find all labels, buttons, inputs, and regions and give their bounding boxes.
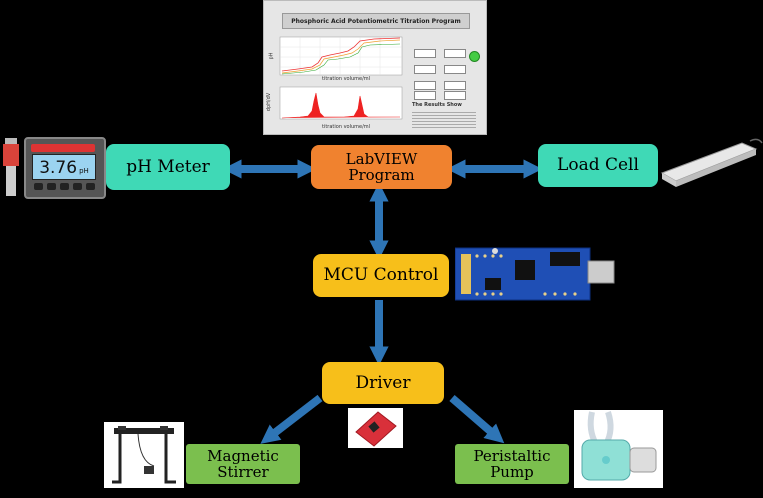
meter-buttons <box>34 183 95 190</box>
magnetic-stirrer-node: Magnetic Stirrer <box>186 444 300 484</box>
load-cell-image <box>660 133 763 191</box>
ph-meter-image: 3.76 pH <box>24 137 106 199</box>
magnetic-stirrer-label: Magnetic Stirrer <box>207 446 279 481</box>
meter-button[interactable] <box>60 183 69 190</box>
panel-button-3[interactable] <box>414 65 436 74</box>
meter-button[interactable] <box>47 183 56 190</box>
driver-node: Driver <box>322 362 444 404</box>
arrow-driver-pump <box>449 394 505 444</box>
results-heading: The Results Show <box>412 102 462 108</box>
derivative-curve <box>281 92 400 119</box>
plot1-ylabel: pH <box>268 52 275 60</box>
ph-display-value: 3.76 <box>39 158 78 178</box>
arrow-driver-stirrer <box>260 394 323 444</box>
peristaltic-pump-node: Peristaltic Pump <box>455 444 569 484</box>
ph-meter-node: pH Meter <box>106 144 230 190</box>
ph-curve-green <box>281 43 401 75</box>
meter-button[interactable] <box>34 183 43 190</box>
ph-curve-red <box>281 37 401 72</box>
ph-curve-orange <box>281 39 401 74</box>
meter-header-strip <box>31 144 95 152</box>
panel-button-1[interactable] <box>414 49 436 58</box>
labview-node-label: LabVIEW Program <box>345 149 418 184</box>
panel-button-4[interactable] <box>444 65 466 74</box>
panel-button-2[interactable] <box>444 49 466 58</box>
peristaltic-pump-image <box>574 410 663 488</box>
mcu-control-node: MCU Control <box>313 254 449 297</box>
panel-button-5[interactable] <box>414 81 436 90</box>
magnetic-stirrer-image <box>104 422 184 488</box>
mcu-board-image <box>454 246 615 302</box>
meter-lcd: 3.76 pH <box>32 154 96 180</box>
software-title: Phosphoric Acid Potentiometric Titration… <box>282 13 470 29</box>
panel-button-7[interactable] <box>414 91 436 100</box>
driver-board-image <box>348 408 403 448</box>
panel-button-6[interactable] <box>444 81 466 90</box>
peristaltic-pump-label: Peristaltic Pump <box>473 446 551 481</box>
labview-screenshot: Phosphoric Acid Potentiometric Titration… <box>263 0 487 135</box>
meter-button[interactable] <box>73 183 82 190</box>
meter-button[interactable] <box>86 183 95 190</box>
plot1-xlabel: titration volume/ml <box>322 76 371 82</box>
labview-node: LabVIEW Program <box>311 145 452 189</box>
panel-button-8[interactable] <box>444 91 466 100</box>
ph-probe-image <box>0 138 22 196</box>
software-plots <box>279 36 403 120</box>
load-cell-node: Load Cell <box>538 144 658 187</box>
results-text-block <box>412 110 476 128</box>
plot2-ylabel: dpH/dV <box>266 92 273 112</box>
plot2-xlabel: titration volume/ml <box>322 124 371 130</box>
ph-display-unit: pH <box>79 167 89 175</box>
status-led-icon <box>469 51 480 62</box>
